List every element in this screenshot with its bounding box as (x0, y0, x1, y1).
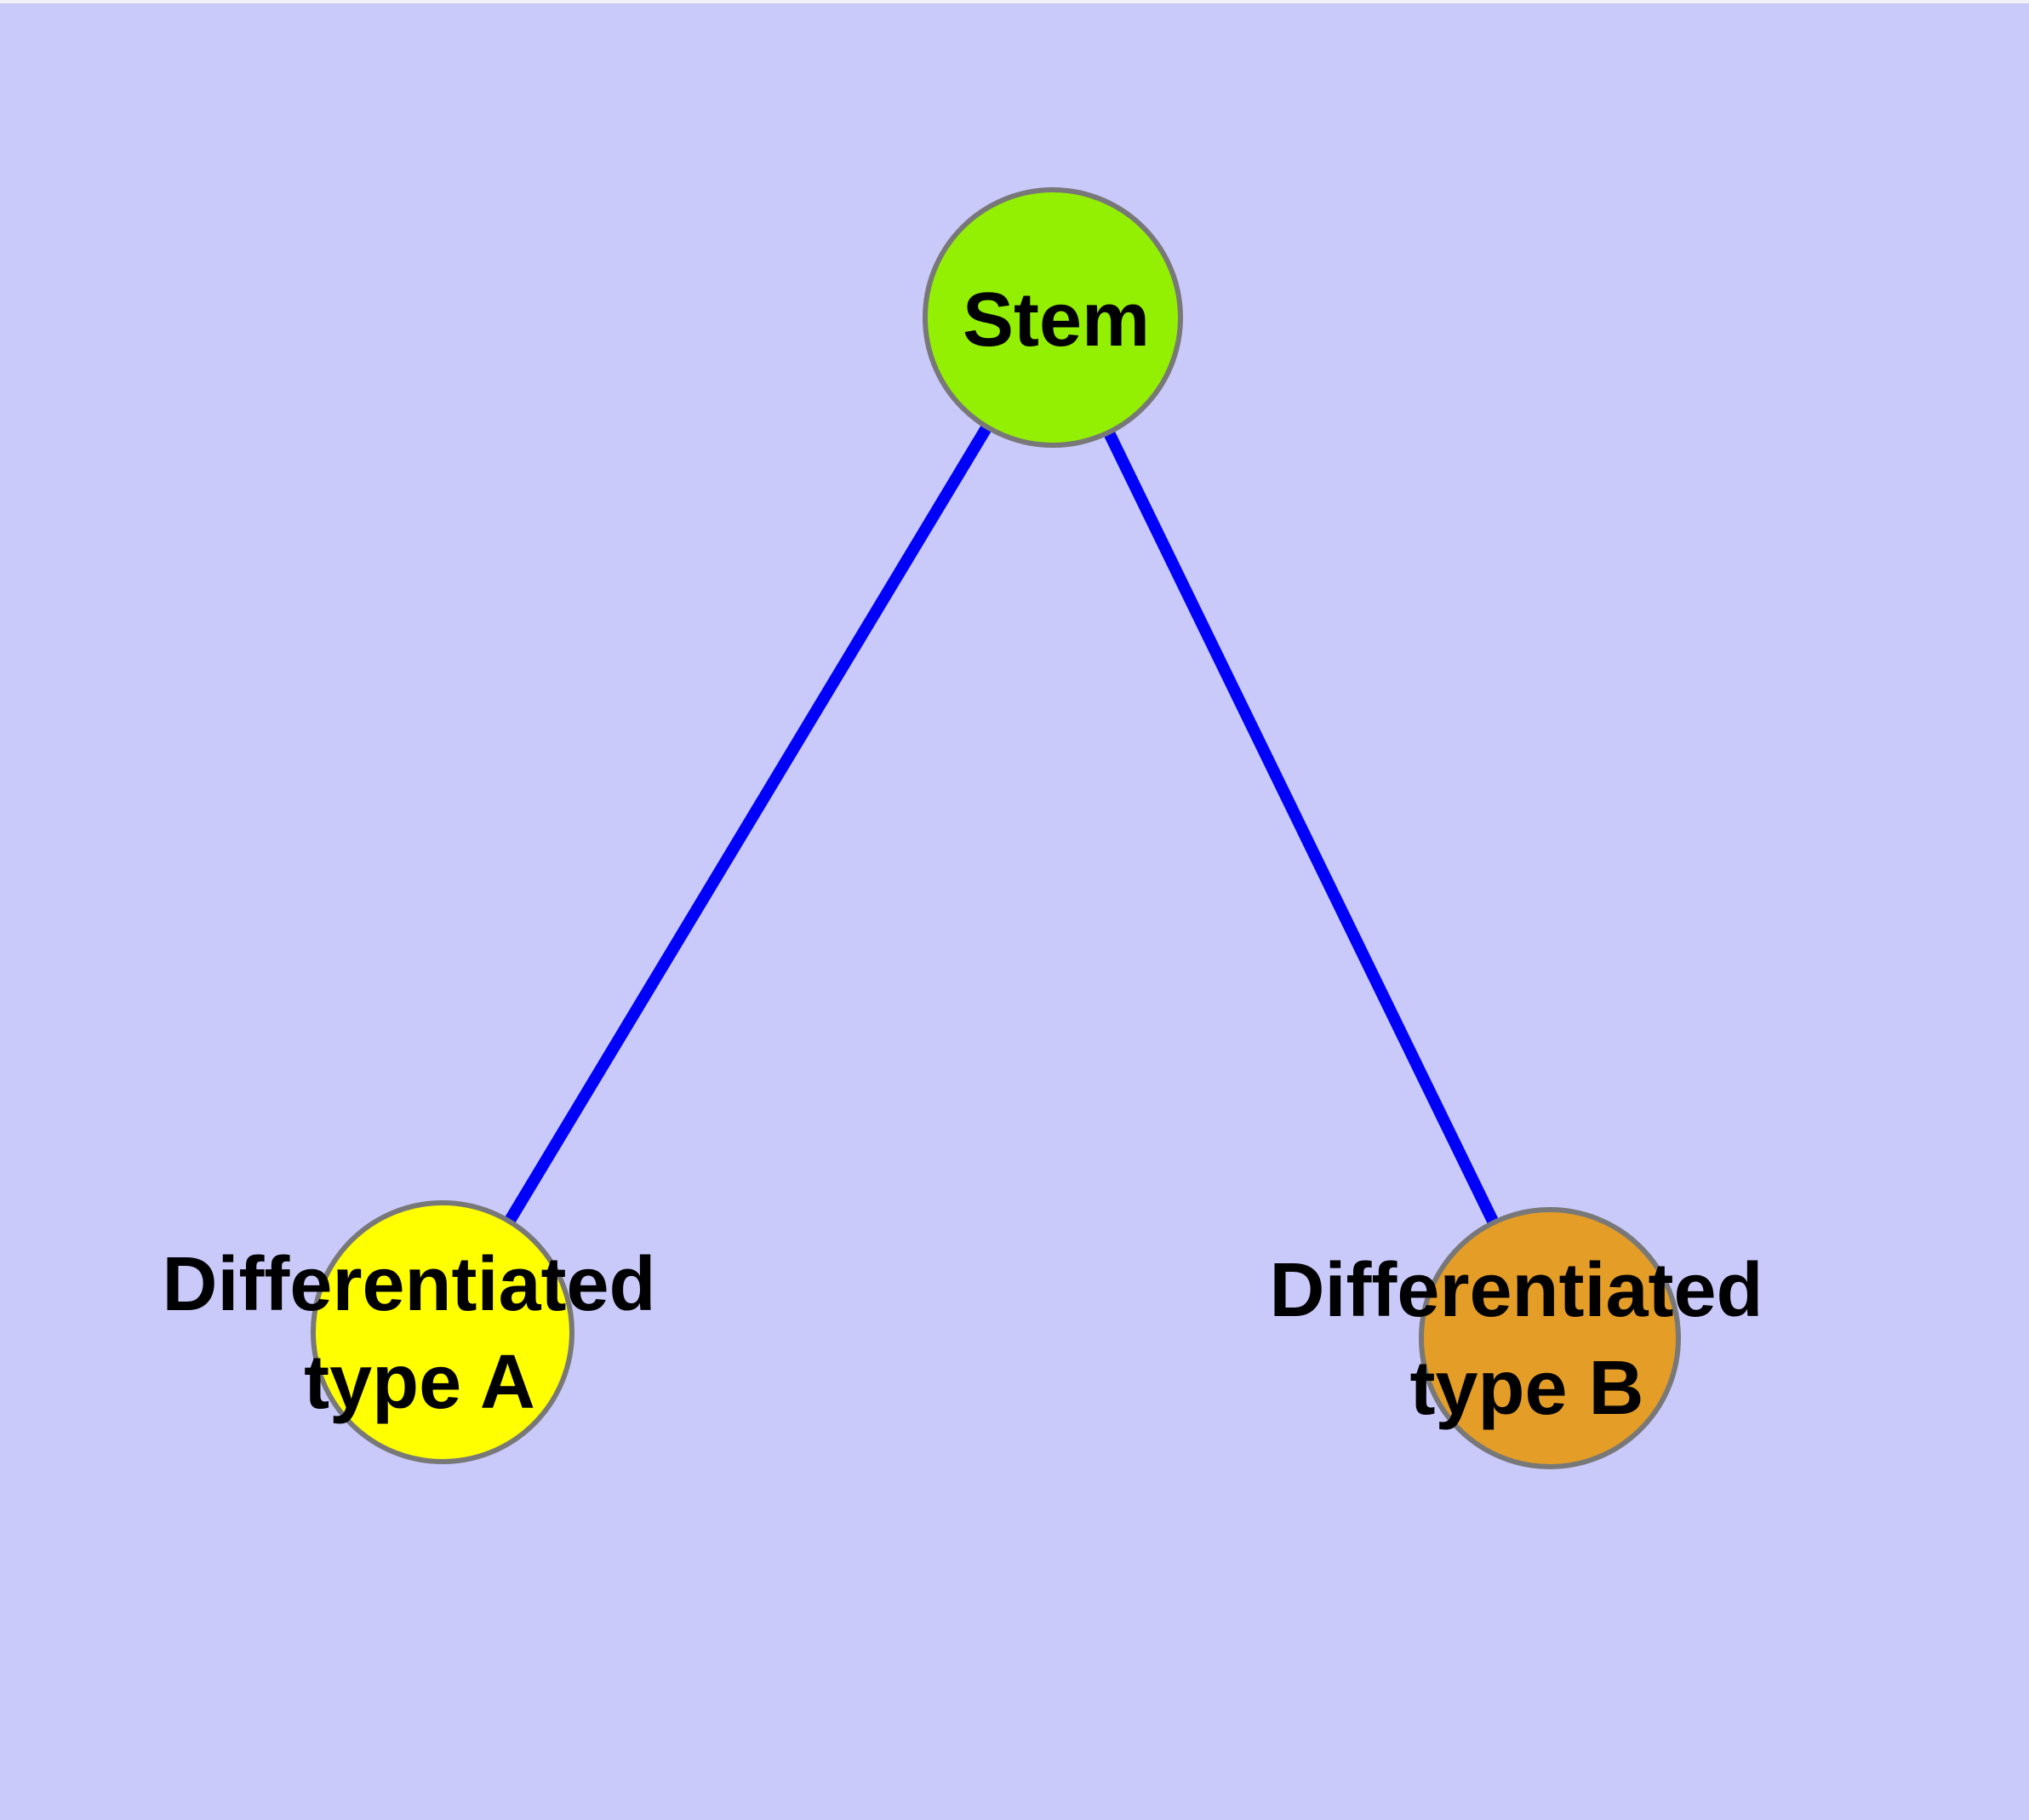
type-b-label-line1: Differentiated (1269, 1248, 1763, 1333)
type-a-label-line1: Differentiated (162, 1242, 655, 1327)
type-a-node (311, 1200, 574, 1464)
stem-node (923, 187, 1183, 448)
type-a-label-line2: type A (304, 1340, 535, 1425)
edge-stem-to-type-a (437, 314, 1058, 1336)
type-b-label-line2: type B (1409, 1346, 1643, 1431)
top-edge-strip (0, 0, 2029, 3)
edge-stem-to-type-b (1047, 314, 1556, 1342)
type-b-label: Differentiated type B (1269, 1222, 1784, 1431)
type-b-node (1419, 1207, 1681, 1469)
stem-label: Stem (963, 278, 1150, 363)
type-a-label: Differentiated type A (162, 1216, 677, 1425)
